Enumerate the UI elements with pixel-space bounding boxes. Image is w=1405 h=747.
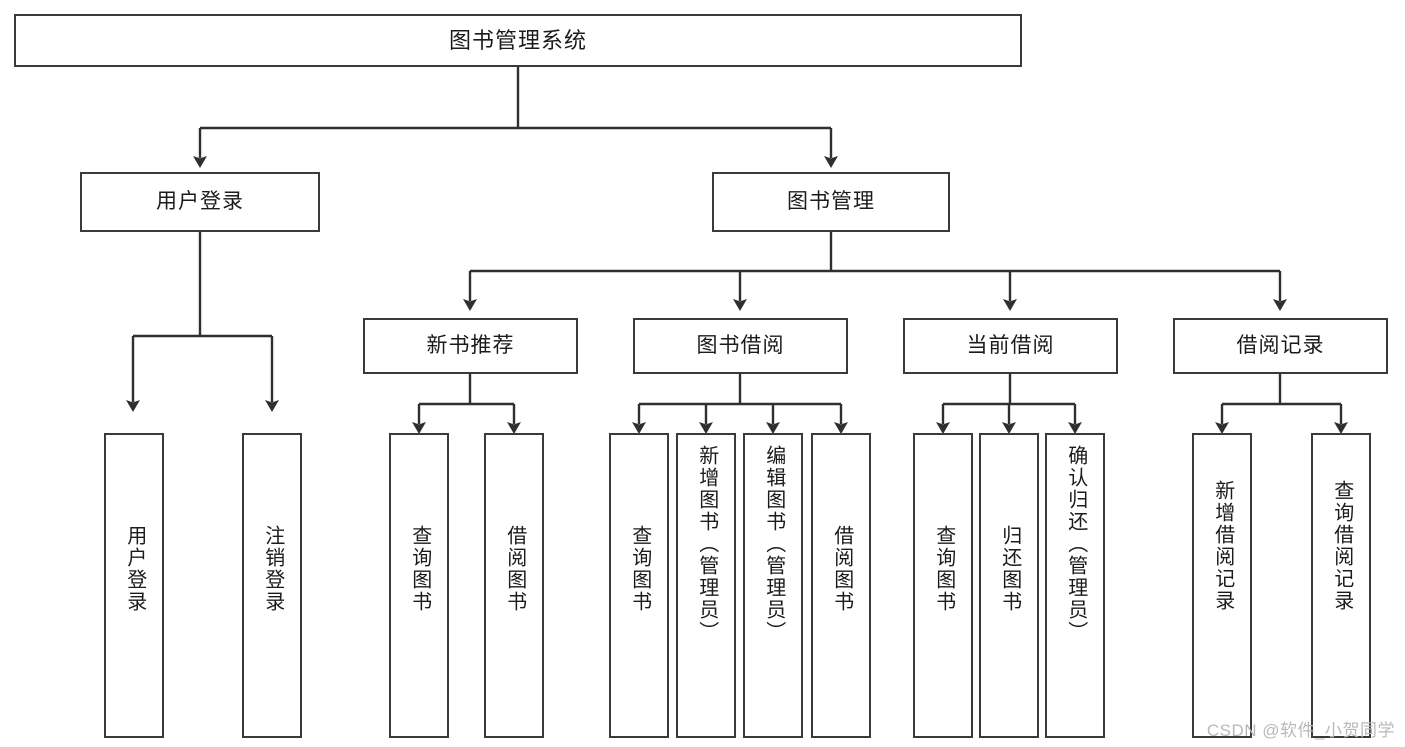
leaf-book-borrow-add-book-admin[interactable]: 新增图书（管理员） [676, 433, 736, 738]
node-label: 确认归还（管理员） [1064, 445, 1087, 643]
watermark-text: CSDN @软件_小贺同学 [1206, 721, 1395, 740]
node-label: 借阅记录 [1236, 333, 1325, 357]
node-label: 当前借阅 [966, 333, 1055, 357]
leaf-book-borrow-edit-book-admin[interactable]: 编辑图书（管理员） [743, 433, 803, 738]
leaf-new-book-borrow-book[interactable]: 借阅图书 [484, 433, 544, 738]
node-label: 借阅图书 [830, 525, 853, 613]
leaf-current-borrow-confirm-return-admin[interactable]: 确认归还（管理员） [1045, 433, 1105, 738]
leaf-current-borrow-query-book[interactable]: 查询图书 [913, 433, 973, 738]
node-label: 图书借阅 [696, 333, 785, 357]
leaf-new-book-query-book[interactable]: 查询图书 [389, 433, 449, 738]
node-label: 新增图书（管理员） [695, 445, 718, 643]
node-label: 图书管理 [787, 189, 875, 213]
node-label: 查询图书 [628, 525, 651, 613]
node-label: 注销登录 [261, 525, 284, 613]
node-book-management[interactable]: 图书管理 [712, 172, 950, 232]
node-label: 新增借阅记录 [1211, 480, 1234, 612]
leaf-book-borrow-query-book[interactable]: 查询图书 [609, 433, 669, 738]
node-book-borrow[interactable]: 图书借阅 [633, 318, 848, 374]
node-label: 新书推荐 [426, 333, 515, 357]
leaf-user-login-logout[interactable]: 注销登录 [242, 433, 302, 738]
node-current-borrow[interactable]: 当前借阅 [903, 318, 1118, 374]
node-label: 用户登录 [123, 525, 146, 613]
node-new-book-recommend[interactable]: 新书推荐 [363, 318, 578, 374]
leaf-current-borrow-return-book[interactable]: 归还图书 [979, 433, 1039, 738]
node-label: 图书管理系统 [448, 27, 587, 53]
node-label: 查询图书 [932, 525, 955, 613]
leaf-borrow-record-query-record[interactable]: 查询借阅记录 [1311, 433, 1371, 738]
node-root-book-management-system[interactable]: 图书管理系统 [14, 14, 1022, 67]
node-user-login[interactable]: 用户登录 [80, 172, 320, 232]
node-borrow-record[interactable]: 借阅记录 [1173, 318, 1388, 374]
node-label: 查询图书 [408, 525, 431, 613]
node-label: 借阅图书 [503, 525, 526, 613]
leaf-book-borrow-borrow-book[interactable]: 借阅图书 [811, 433, 871, 738]
leaf-user-login-login[interactable]: 用户登录 [104, 433, 164, 738]
leaf-borrow-record-add-record[interactable]: 新增借阅记录 [1192, 433, 1252, 738]
node-label: 编辑图书（管理员） [762, 445, 785, 643]
node-label: 查询借阅记录 [1330, 480, 1353, 612]
node-label: 用户登录 [156, 189, 244, 213]
node-label: 归还图书 [998, 525, 1021, 613]
